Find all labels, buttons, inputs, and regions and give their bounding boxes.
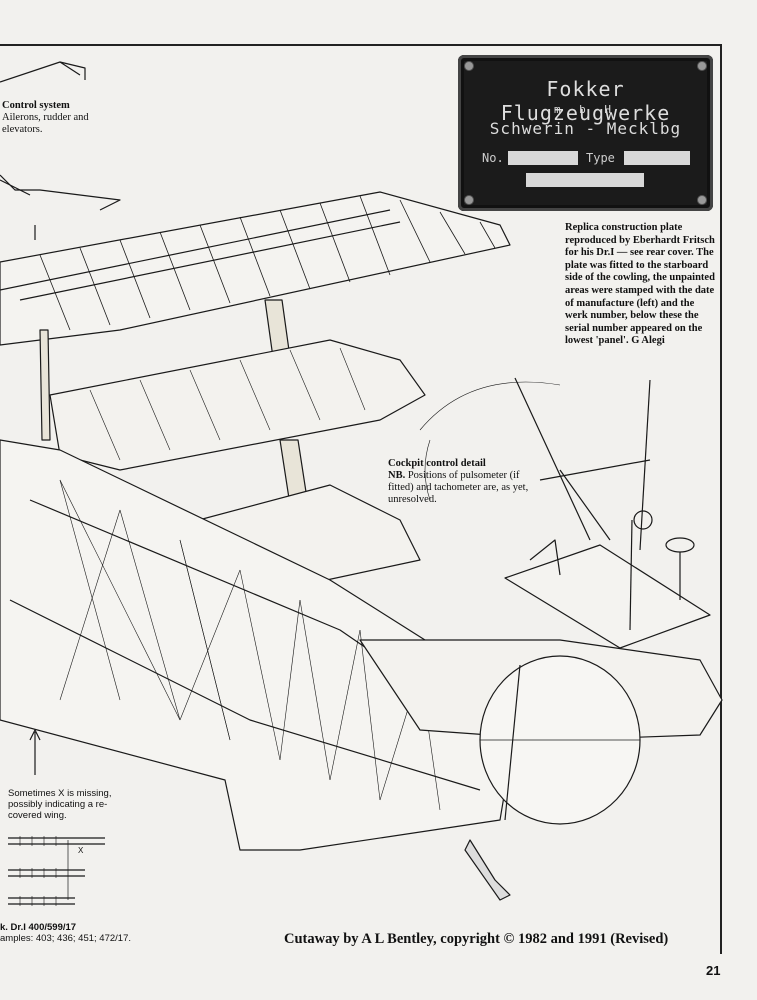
cockpit-detail-caption: Cockpit control detail NB. Positions of … bbox=[388, 458, 538, 506]
missing-x-note: Sometimes X is missing, possibly indicat… bbox=[8, 788, 112, 821]
plate-type-label: Type bbox=[586, 151, 615, 165]
plate-line-mbh: m b H bbox=[553, 103, 618, 116]
plate-no-slot bbox=[508, 151, 578, 165]
middle-wing bbox=[49, 339, 426, 471]
x-mark: X bbox=[78, 846, 84, 855]
control-cable-sketch bbox=[0, 61, 121, 240]
control-system-caption: Control system Ailerons, rudder and elev… bbox=[2, 100, 112, 136]
rivet-icon bbox=[697, 61, 707, 71]
replica-plate-caption: Replica construction plate reproduced by… bbox=[565, 222, 715, 347]
construction-plate: Fokker Flugzeugwerke m b H Schwerin - Me… bbox=[458, 55, 713, 211]
plate-type-slot bbox=[624, 151, 690, 165]
rivet-icon bbox=[697, 195, 707, 205]
plate-no-label: No. bbox=[482, 151, 504, 165]
page-frame bbox=[0, 44, 722, 954]
control-system-body: Ailerons, rudder and elevators. bbox=[2, 112, 89, 135]
cockpit-control-detail bbox=[419, 377, 711, 649]
cockpit-title: Cockpit control detail bbox=[388, 458, 486, 469]
cutaway-credit: Cutaway by A L Bentley, copyright © 1982… bbox=[284, 931, 669, 947]
rivet-icon bbox=[464, 61, 474, 71]
control-system-title: Control system bbox=[2, 100, 70, 111]
identification-note: k. Dr.I 400/599/17 amples: 403; 436; 451… bbox=[0, 922, 160, 944]
ident-line-1: k. Dr.I 400/599/17 bbox=[0, 922, 77, 933]
tail-skid bbox=[464, 839, 511, 901]
plate-line-location: Schwerin - Mecklbg bbox=[489, 119, 682, 138]
wing-rib-diagrams bbox=[8, 729, 105, 906]
top-wing bbox=[0, 191, 511, 346]
cockpit-nb: NB. bbox=[388, 470, 406, 481]
middle-wing-ribs bbox=[89, 347, 366, 461]
rivet-icon bbox=[464, 195, 474, 205]
fuselage bbox=[0, 439, 521, 851]
plate-serial-slot bbox=[526, 173, 644, 187]
cabane-strut bbox=[39, 329, 51, 441]
page-number: 21 bbox=[706, 963, 721, 978]
cockpit-body: Positions of pulsometer (if fitted) and … bbox=[388, 470, 529, 505]
ident-line-2: amples: 403; 436; 451; 472/17. bbox=[0, 933, 131, 944]
plate-line-company: Fokker Flugzeugwerke bbox=[500, 77, 671, 125]
